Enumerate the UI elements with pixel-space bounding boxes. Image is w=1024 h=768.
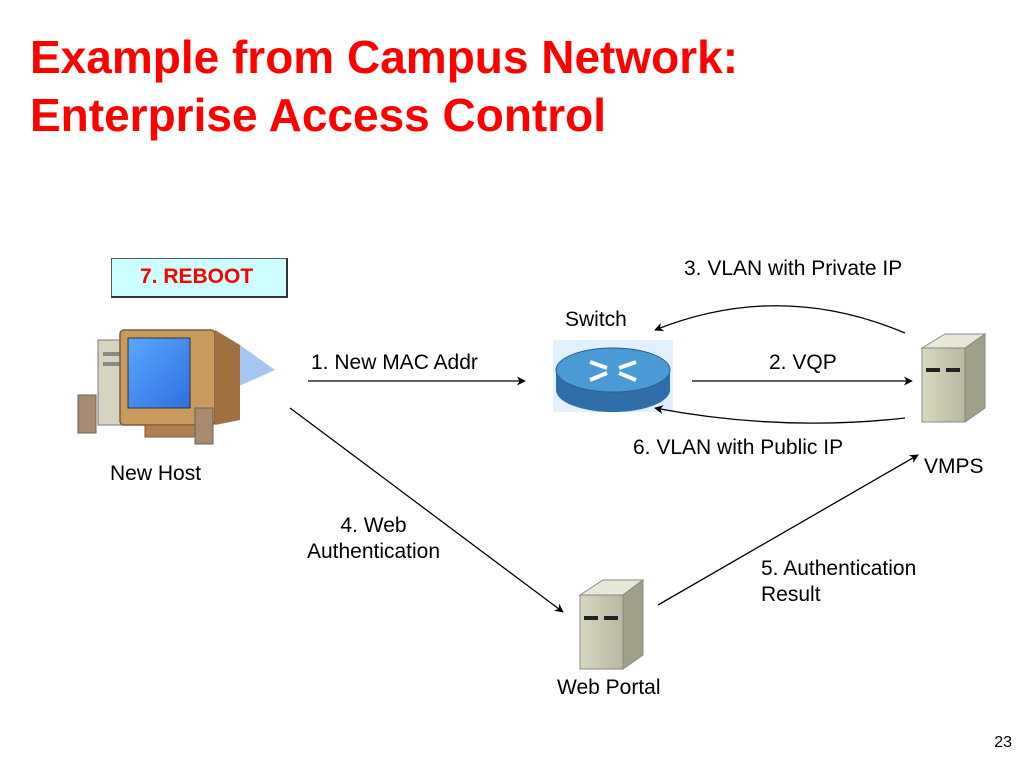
step-5-line-2: Result: [761, 583, 821, 606]
step-4-line-2: Authentication: [306, 540, 441, 563]
step-5-label: 5. Authentication Result: [761, 556, 916, 608]
switch-label: Switch: [565, 308, 627, 331]
server-tower-icon: [920, 333, 987, 423]
new-host-label: New Host: [110, 462, 202, 485]
reboot-box: [111, 258, 288, 298]
title-line-1: Example from Campus Network:: [30, 31, 739, 83]
step-1-label: 1. New MAC Addr: [311, 351, 478, 374]
switch-router-icon: [553, 340, 673, 412]
step-2-label: 2. VQP: [769, 351, 837, 374]
slide-title: Example from Campus Network: Enterprise …: [30, 28, 738, 144]
step-3-label: 3. VLAN with Private IP: [684, 257, 903, 280]
title-line-2: Enterprise Access Control: [30, 89, 607, 141]
step-7-label: 7. REBOOT: [140, 265, 254, 288]
web-portal-label: Web Portal: [557, 676, 661, 699]
step-6-label: 6. VLAN with Public IP: [633, 436, 844, 459]
step-4-label: 4. Web Authentication: [286, 513, 461, 565]
desktop-computer-icon: [77, 329, 275, 445]
step-5-line-1: 5. Authentication: [761, 557, 917, 580]
arrow-private-ip: [654, 305, 906, 334]
server-tower-icon: [578, 579, 645, 670]
step-4-line-1: 4. Web: [340, 514, 407, 537]
arrow-auth-result: [657, 454, 919, 606]
page-number: 23: [994, 734, 1012, 751]
arrow-public-ip: [654, 405, 906, 424]
arrow-web-auth: [289, 407, 564, 613]
vmps-label: VMPS: [924, 455, 984, 478]
